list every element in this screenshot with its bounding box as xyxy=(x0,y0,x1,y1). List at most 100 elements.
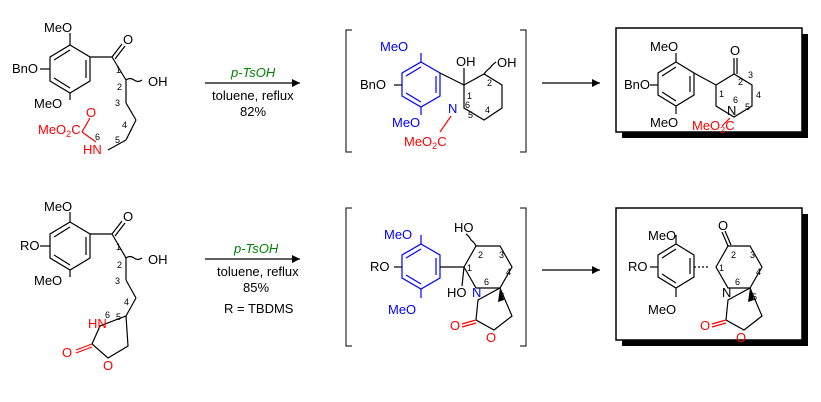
meo-label: MeO xyxy=(388,302,416,317)
carbonyl-oxygen: O xyxy=(450,318,460,333)
svg-text:6: 6 xyxy=(465,100,470,110)
svg-text:6: 6 xyxy=(484,277,489,287)
svg-text:3: 3 xyxy=(750,250,755,260)
svg-text:2: 2 xyxy=(117,82,122,92)
hydroxyl-label: HO xyxy=(454,220,474,235)
ring-oxygen: O xyxy=(486,330,496,345)
product-1: MeO BnO MeO O 1 2 3 4 5 N 6 MeO2C xyxy=(615,27,808,138)
hydroxyl-label: OH xyxy=(148,252,168,267)
ring-nitrogen: N xyxy=(722,285,731,300)
ester-label: MeO2C xyxy=(692,118,735,135)
ester-label: MeO2C xyxy=(404,134,447,151)
svg-text:3: 3 xyxy=(115,98,120,108)
svg-text:1: 1 xyxy=(467,263,472,273)
ring-nitrogen: N xyxy=(727,103,736,118)
carbonyl-oxygen: O xyxy=(62,345,72,360)
svg-text:1: 1 xyxy=(467,91,472,101)
meo-label: MeO xyxy=(34,96,62,111)
aryl-ring xyxy=(49,221,91,271)
nh-label: HN xyxy=(83,142,102,157)
svg-text:4: 4 xyxy=(124,297,129,307)
ring-nitrogen: N xyxy=(448,101,457,116)
meo-label: MeO xyxy=(648,302,676,317)
svg-text:4: 4 xyxy=(756,90,761,100)
yield-label: 85% xyxy=(243,280,269,295)
meo-label: MeO xyxy=(44,199,72,214)
meo-label: MeO xyxy=(650,115,678,130)
hydroxyl-label: OH xyxy=(148,74,168,89)
r-group-note: R = TBDMS xyxy=(224,301,294,316)
meo-label: MeO xyxy=(648,228,676,243)
ring-oxygen: O xyxy=(736,330,746,345)
svg-text:2: 2 xyxy=(478,250,483,260)
hydroxyl-label: OH xyxy=(456,54,476,69)
carbonyl-oxygen: O xyxy=(123,209,133,224)
svg-text:5: 5 xyxy=(745,102,750,112)
svg-text:1: 1 xyxy=(116,242,121,252)
bno-label: BnO xyxy=(360,77,386,92)
ketone-oxygen: O xyxy=(730,43,740,58)
svg-text:4: 4 xyxy=(485,105,490,115)
hydroxyl-label: HO xyxy=(447,285,467,300)
starting-material-1: MeO BnO MeO O 1 2 OH 3 4 5 HN 6 MeO2C O xyxy=(12,20,168,157)
aryl-ring xyxy=(401,61,441,108)
meo-label: MeO xyxy=(34,273,62,288)
meo-label: MeO xyxy=(380,39,408,54)
svg-text:6: 6 xyxy=(95,132,100,142)
yield-label: 82% xyxy=(240,104,266,119)
svg-text:2: 2 xyxy=(487,78,492,88)
carbonyl-oxygen: O xyxy=(123,32,133,47)
conditions-label: toluene, reflux xyxy=(212,88,294,103)
intermediate-1: MeO BnO MeO OH 1 2 OH 4 5 N 6 MeO2C xyxy=(345,29,527,153)
reaction-arrow-2 xyxy=(542,79,600,87)
reaction-arrow-1: p-TsOH toluene, reflux 82% xyxy=(205,65,300,119)
svg-text:2: 2 xyxy=(738,77,743,87)
carbonyl-oxygen: O xyxy=(700,318,710,333)
svg-text:4: 4 xyxy=(756,267,761,277)
svg-text:4: 4 xyxy=(122,120,127,130)
reagent-label: p-TsOH xyxy=(233,241,279,256)
reaction-arrow-3: p-TsOH toluene, reflux 85% R = TBDMS xyxy=(205,241,300,316)
meo-label: MeO xyxy=(384,227,412,242)
aryl-ring xyxy=(401,243,441,290)
svg-text:2: 2 xyxy=(117,260,122,270)
ring-oxygen: O xyxy=(103,358,113,373)
svg-text:1: 1 xyxy=(719,263,724,273)
ro-label: RO xyxy=(370,259,390,274)
bno-label: BnO xyxy=(624,77,650,92)
ring-nitrogen: N xyxy=(472,285,481,300)
svg-text:4: 4 xyxy=(506,267,511,277)
svg-text:6: 6 xyxy=(105,310,110,320)
reagent-label: p-TsOH xyxy=(230,65,276,80)
svg-text:1: 1 xyxy=(116,65,121,75)
svg-text:6: 6 xyxy=(733,95,738,105)
svg-text:5: 5 xyxy=(116,312,121,322)
aryl-ring xyxy=(49,44,91,94)
oxazolidinone-ring xyxy=(91,315,129,359)
nh-label: HN xyxy=(88,316,107,331)
svg-text:2: 2 xyxy=(731,250,736,260)
svg-text:5: 5 xyxy=(468,110,473,120)
svg-text:3: 3 xyxy=(115,276,120,286)
reaction-arrow-4 xyxy=(542,266,600,274)
svg-text:5: 5 xyxy=(115,135,120,145)
meo-label: MeO xyxy=(650,39,678,54)
hydroxyl-label: OH xyxy=(497,55,517,70)
conditions-label: toluene, reflux xyxy=(217,264,299,279)
ro-label: RO xyxy=(20,238,40,253)
meo-label: MeO xyxy=(44,20,72,35)
svg-text:3: 3 xyxy=(748,70,753,80)
svg-text:3: 3 xyxy=(499,250,504,260)
svg-text:6: 6 xyxy=(735,277,740,287)
meo-label: MeO xyxy=(392,115,420,130)
bno-label: BnO xyxy=(12,61,38,76)
product-2: MeO RO MeO O 1 2 3 4 5 N 6 O O xyxy=(615,207,808,346)
svg-text:1: 1 xyxy=(719,89,724,99)
intermediate-2: MeO RO MeO 1 2 3 4 5 HO HO N 6 O O xyxy=(345,207,527,347)
ester-label: MeO2C xyxy=(38,122,81,139)
ro-label: RO xyxy=(628,259,648,274)
ester-oxygen: O xyxy=(86,105,96,120)
starting-material-2: MeO RO MeO O 1 2 OH 3 4 5 HN 6 O O xyxy=(20,199,168,373)
ketone-oxygen: O xyxy=(718,218,728,233)
